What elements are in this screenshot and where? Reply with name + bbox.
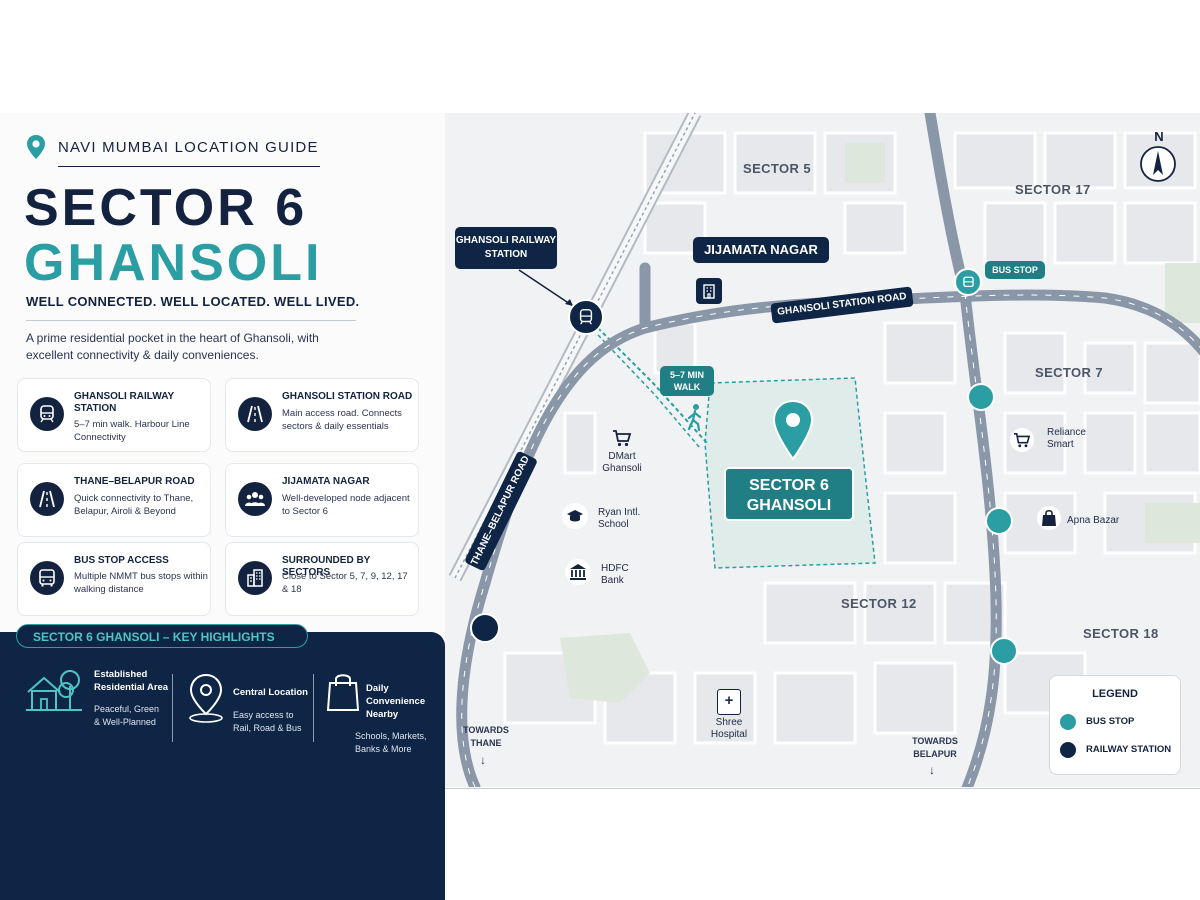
poi-dmart[interactable]: DMart Ghansoli <box>593 429 651 475</box>
tagline: WELL CONNECTED. WELL LOCATED. WELL LIVED… <box>26 294 360 309</box>
highlight-description: Peaceful, Green & Well-Planned <box>94 704 160 727</box>
card-title: THANE–BELAPUR ROAD <box>74 476 195 487</box>
bus-stop-marker[interactable] <box>990 637 1018 665</box>
poi-label: DMart Ghansoli <box>602 451 642 474</box>
card-description: Quick connectivity to Thane, Belapur, Ai… <box>74 493 194 517</box>
down-arrow-icon: ↓ <box>929 763 935 777</box>
highway-icon <box>30 482 64 516</box>
highlight-item: Daily Convenience Nearby Schools, Market… <box>355 682 441 756</box>
intro-text: A prime residential pocket in the heart … <box>26 331 319 362</box>
house-tree-icon <box>26 670 82 711</box>
card-railway-station: GHANSOLI RAILWAY STATION 5–7 min walk. H… <box>17 378 211 452</box>
towards-belapur-label: TOWARDS BELAPUR <box>912 736 958 759</box>
down-arrow-icon: ↓ <box>480 753 486 767</box>
highlight-title: Daily Convenience Nearby <box>366 683 426 720</box>
bus-stop-marker[interactable] <box>954 268 982 296</box>
walking-person-icon <box>687 404 702 431</box>
location-pin-icon <box>27 135 45 159</box>
poi-shree-hospital[interactable]: + Shree Hospital <box>701 689 757 741</box>
card-bus-stop-access: BUS STOP ACCESS Multiple NMMT bus stops … <box>17 542 211 616</box>
highlight-description: Easy access to Rail, Road & Bus <box>233 710 302 733</box>
railway-station-marker[interactable] <box>568 299 604 335</box>
poi-label: Shree Hospital <box>710 717 748 740</box>
brand-divider <box>58 166 320 167</box>
highlight-description: Schools, Markets, Banks & More <box>355 731 427 754</box>
card-jijamata-nagar: JIJAMATA NAGAR Well-developed node adjac… <box>225 463 419 537</box>
highlights-panel <box>0 632 445 900</box>
card-title: GHANSOLI RAILWAY STATION <box>74 391 175 414</box>
page-title: SECTOR 6 <box>24 179 308 237</box>
card-title: JIJAMATA NAGAR <box>282 476 370 487</box>
pointer-arrow <box>518 269 574 307</box>
card-thane-belapur-road: THANE–BELAPUR ROAD Quick connectivity to… <box>17 463 211 537</box>
highlights-heading: SECTOR 6 GHANSOLI – KEY HIGHLIGHTS <box>16 624 308 648</box>
card-description: Close to Sector 5, 7, 9, 12, 17 & 18 <box>282 571 408 595</box>
legend-title: LEGEND <box>1092 688 1138 700</box>
location-map[interactable]: N SECTOR 5 SECTOR 17 SECTOR 7 SECTOR 12 … <box>445 113 1200 787</box>
building-icon <box>696 278 722 304</box>
towards-thane-label: TOWARDS THANE <box>463 725 509 748</box>
highlight-title: Established Residential Area <box>94 669 169 693</box>
graduation-cap-icon <box>562 503 588 529</box>
card-station-road: GHANSOLI STATION ROAD Main access road. … <box>225 378 419 452</box>
poi-reliance-smart[interactable]: Reliance Smart <box>1047 427 1086 450</box>
card-description: Main access road. Connects sectors & dai… <box>282 408 402 432</box>
railway-station-legend-icon <box>1060 742 1076 758</box>
cart-icon <box>1010 428 1034 452</box>
bus-stop-legend-icon <box>1060 714 1076 730</box>
legend-item: RAILWAY STATION <box>1086 744 1172 755</box>
road-icon <box>238 397 272 431</box>
card-description: Well-developed node adjacent to Sector 6 <box>282 493 410 517</box>
poi-hdfc-bank[interactable]: HDFC Bank <box>601 563 629 586</box>
location-pin-icon <box>189 673 223 723</box>
train-icon <box>579 309 593 325</box>
shopping-bag-icon <box>1037 506 1061 530</box>
divider <box>172 674 173 742</box>
bus-stop-marker[interactable] <box>967 383 995 411</box>
card-surrounded-by-sectors: SURROUNDED BY SECTORS Close to Sector 5,… <box>225 542 419 616</box>
people-icon <box>238 482 272 516</box>
map-legend: LEGEND BUS STOP RAILWAY STATION <box>1049 675 1181 775</box>
brand-title: NAVI MUMBAI LOCATION GUIDE <box>58 138 319 156</box>
page-subtitle: GHANSOLI <box>24 234 323 292</box>
poi-apna-bazar[interactable]: Apna Bazar <box>1067 515 1120 526</box>
cart-icon <box>613 430 632 447</box>
shopping-bag-icon <box>326 674 360 711</box>
jijamata-nagar-tag[interactable]: JIJAMATA NAGAR <box>693 237 829 263</box>
compass-label: N <box>1154 129 1164 144</box>
buildings-icon <box>238 561 272 595</box>
brand-row: NAVI MUMBAI LOCATION GUIDE <box>26 134 319 160</box>
compass-icon <box>1140 146 1176 182</box>
bank-icon <box>565 559 591 585</box>
card-title: BUS STOP ACCESS <box>74 555 169 566</box>
sector-label: SECTOR 17 <box>1015 182 1091 197</box>
bus-icon <box>30 561 64 595</box>
train-icon <box>30 397 64 431</box>
walk-time-tag: 5–7 MIN WALK <box>660 366 714 396</box>
card-title: GHANSOLI STATION ROAD <box>282 391 413 402</box>
divider <box>313 674 314 742</box>
railway-station-tag[interactable]: GHANSOLI RAILWAY STATION <box>455 227 557 269</box>
sector6-tag[interactable]: SECTOR 6 GHANSOLI <box>724 467 854 521</box>
bus-stop-marker[interactable] <box>985 507 1013 535</box>
sector-label: SECTOR 12 <box>841 596 917 611</box>
highlight-title: Central Location <box>233 687 308 698</box>
bus-stop-tag: BUS STOP <box>985 261 1045 279</box>
location-pin-icon <box>772 399 814 461</box>
hospital-icon: + <box>717 689 741 715</box>
bus-icon <box>962 276 974 287</box>
sector-label: SECTOR 7 <box>1035 365 1103 380</box>
tagline-divider <box>26 320 356 321</box>
card-description: Multiple NMMT bus stops within walking d… <box>74 571 208 595</box>
sector-label: SECTOR 18 <box>1083 626 1159 641</box>
car-icon <box>470 613 500 643</box>
legend-item: BUS STOP <box>1086 716 1135 727</box>
card-title: SURROUNDED BY SECTORS <box>282 555 371 578</box>
highlight-item: Central Location Easy access to Rail, Ro… <box>233 686 308 735</box>
sector-label: SECTOR 5 <box>743 161 811 176</box>
highlight-item: Established Residential Area Peaceful, G… <box>94 668 174 729</box>
poi-ryan-school[interactable]: Ryan Intl. School <box>598 507 641 530</box>
card-description: 5–7 min walk. Harbour Line Connectivity <box>74 419 190 443</box>
